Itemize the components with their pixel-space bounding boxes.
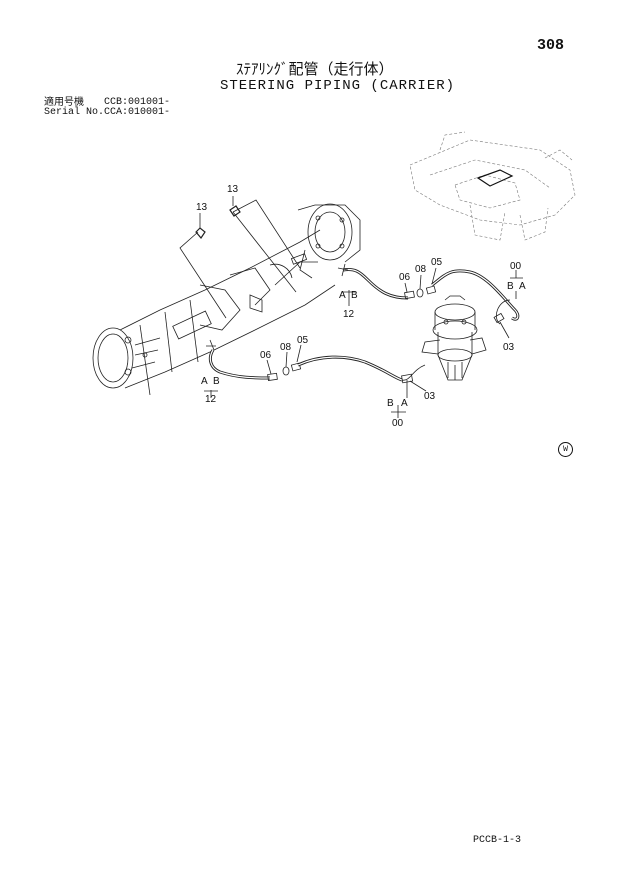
hose-connector-upper [290,253,308,265]
callout-B-bottom: B [387,398,394,409]
callout-13-left: 13 [196,202,208,213]
elbow-05-lower [290,362,302,372]
adapter-06-lower [267,372,278,381]
elbow-03-right [493,312,505,324]
callout-B-upper: B [351,290,358,301]
highlighted-frame-part [476,169,514,187]
callout-00-right: 00 [510,261,522,272]
title-english: STEERING PIPING (CARRIER) [220,78,456,94]
o-ring-08-upper [416,288,424,298]
title-japanese: ｽﾃｱﾘﾝｸﾞ配管（走行体） [236,60,394,78]
serial-value-english: CCA:010001- [104,107,171,118]
fitting-13-top [229,205,241,217]
serial-value-japanese: CCB:001001- [104,97,171,108]
callout-03-bottom: 03 [424,391,436,402]
hose-upper-12 [337,263,409,300]
callout-05-lower: 05 [297,335,309,346]
callout-A-upper: A [339,290,346,301]
o-ring-08-lower [282,366,290,376]
callout-12-upper: 12 [343,309,355,320]
serial-label-english: Serial No. [44,107,105,118]
footer-code: PCCB-1-3 [473,835,522,846]
callout-08-upper: 08 [415,264,427,275]
callout-12-lower: 12 [205,394,217,405]
callout-08-lower: 08 [280,342,292,353]
axle-assembly [92,203,361,396]
hose-lower-00 [297,355,426,382]
callout-B-lower: B [213,376,220,387]
carrier-frame-sketch [409,131,576,241]
callout-A-bottom: A [401,398,408,409]
elbow-05-upper [425,285,437,295]
adapter-06-upper [404,290,415,300]
callout-A-lower: A [201,376,208,387]
callout-05-upper: 05 [431,257,443,268]
hose-upper-00 [431,269,520,321]
elbow-03-bottom [401,373,414,384]
page-number: 308 [537,37,565,54]
serial-label-japanese: 適用号機 [44,97,84,108]
hose-lower-12 [206,339,271,380]
callout-00-bottom: 00 [392,418,404,429]
callout-B-right: B [507,281,514,292]
fitting-13-left [195,227,206,240]
callout-03-right: 03 [503,342,515,353]
center-swivel-joint [421,295,487,381]
callout-A-right: A [519,281,526,292]
w-mark-icon: W [558,442,573,457]
callout-06-lower: 06 [260,350,272,361]
callout-13-top: 13 [227,184,239,195]
callout-06-upper: 06 [399,272,411,283]
